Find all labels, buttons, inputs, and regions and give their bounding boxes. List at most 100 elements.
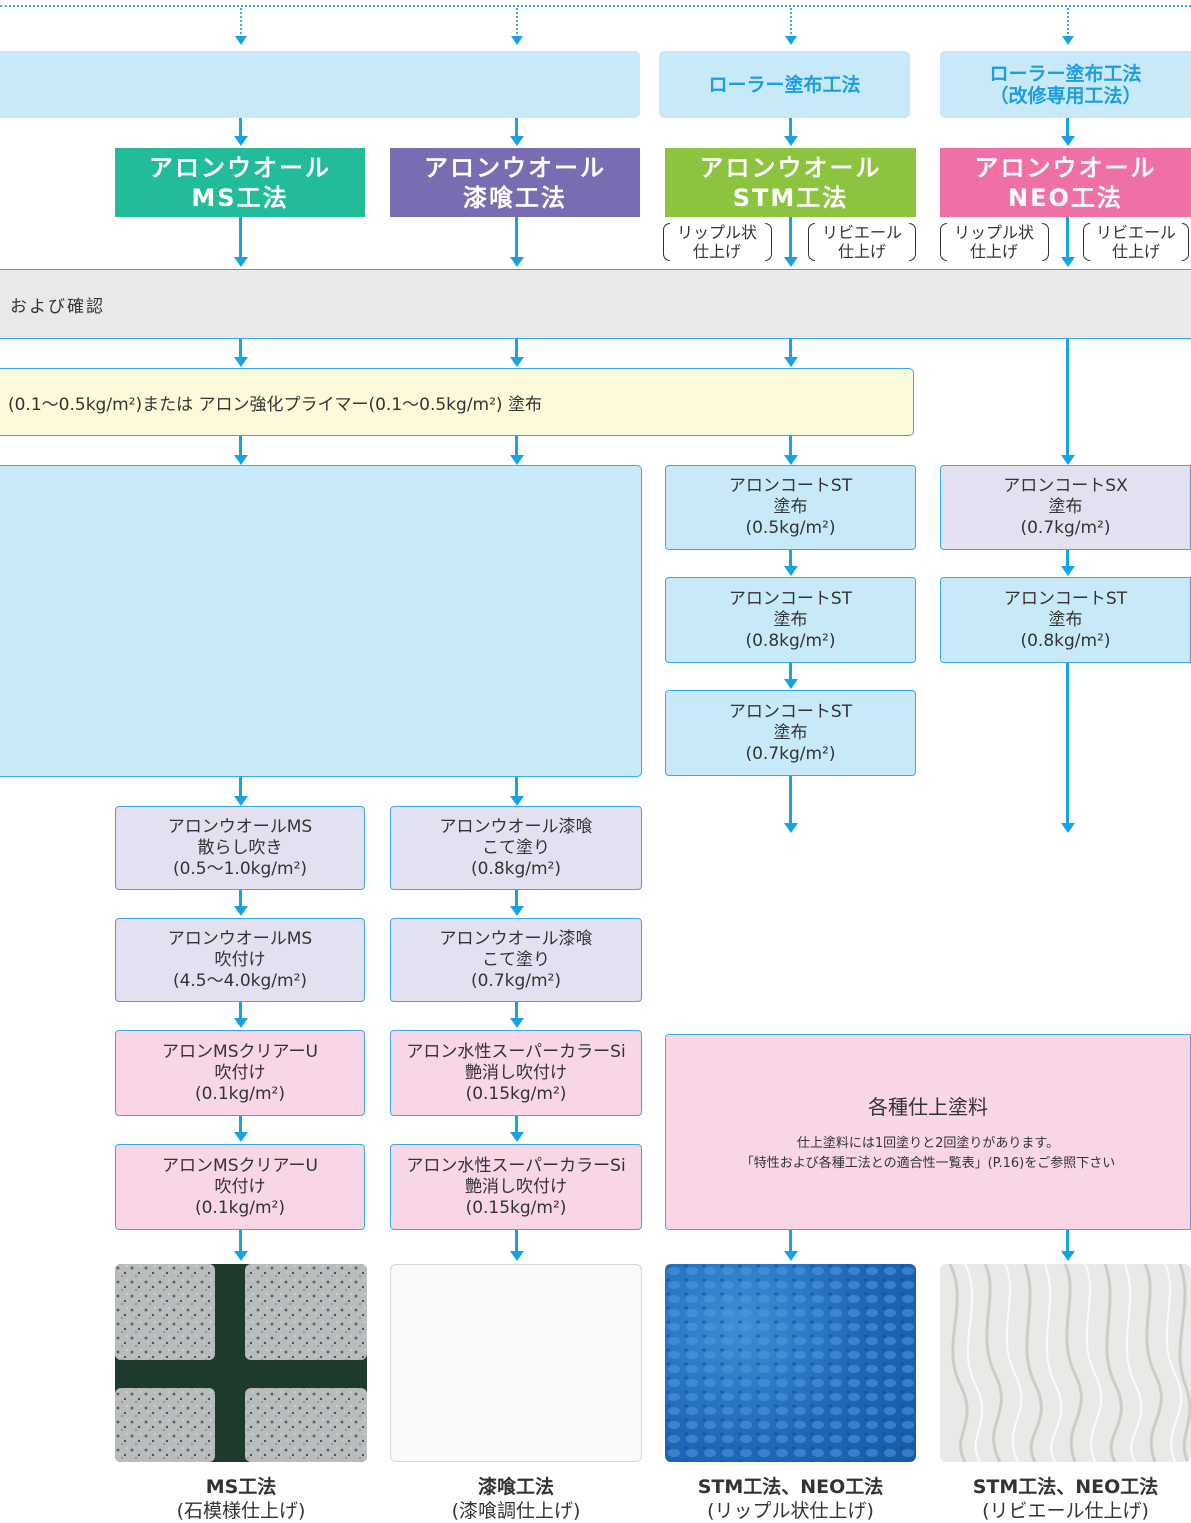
sample-title-ribiel: STM工法、NEO工法 — [972, 1476, 1159, 1498]
sample-title-shikkui: 漆喰工法 — [477, 1476, 554, 1498]
arrow-head — [510, 257, 524, 267]
flow-line — [239, 1002, 242, 1018]
flow-line — [789, 217, 792, 259]
flow-line — [1066, 550, 1069, 566]
flow-line — [515, 1116, 518, 1132]
flow-line — [515, 1230, 518, 1252]
arrow-head — [234, 796, 248, 806]
arrow-head — [234, 257, 248, 267]
sample-photo-ripple — [665, 1264, 916, 1462]
top-dotted-line — [0, 5, 1191, 7]
sample-subtitle-ms: (石模様仕上げ) — [176, 1500, 306, 1522]
flow-line — [1066, 217, 1069, 259]
flow-line — [239, 1116, 242, 1132]
flow-line — [789, 550, 792, 566]
finish-paint-block: 各種仕上塗料 仕上塗料には1回塗りと2回塗りがあります。 「特性および各種工法と… — [665, 1034, 1191, 1230]
flow-line — [789, 339, 792, 359]
sample-subtitle-shikkui: (漆喰調仕上げ) — [451, 1500, 581, 1522]
flow-line — [789, 118, 792, 138]
ms-step-4: アロンMSクリアーU 吹付け (0.1kg/m²) — [115, 1144, 365, 1230]
arrow-head — [1062, 36, 1074, 45]
arrow-head — [1061, 1251, 1075, 1261]
ripple-texture-image — [665, 1264, 916, 1462]
sample-subtitle-ripple: (リップル状仕上げ) — [707, 1500, 874, 1522]
stm-step-1: アロンコートST 塗布 (0.5kg/m²) — [665, 465, 916, 550]
stm-step-2: アロンコートST 塗布 (0.8kg/m²) — [665, 577, 916, 663]
flow-line — [239, 217, 242, 259]
arrow-head — [784, 823, 798, 833]
category-roller-renovation: ローラー塗布工法 （改修専用工法） — [940, 51, 1191, 118]
stm-ribiel-option: リビエール 仕上げ — [821, 223, 902, 261]
arrow-head — [510, 136, 524, 146]
shikkui-step-1: アロンウオール漆喰 こて塗り (0.8kg/m²) — [390, 806, 642, 890]
sample-photo-ribiel — [940, 1264, 1191, 1462]
flow-line — [789, 776, 792, 825]
dotted-connector — [240, 8, 242, 34]
arrow-head — [235, 36, 247, 45]
flow-line — [515, 118, 518, 138]
method-ms: アロンウオール MS工法 — [115, 148, 365, 217]
ms-step-3: アロンMSクリアーU 吹付け (0.1kg/m²) — [115, 1030, 365, 1116]
method-neo: アロンウオール NEO工法 — [940, 148, 1191, 217]
arrow-head — [511, 36, 523, 45]
ms-step-1: アロンウオールMS 散らし吹き (0.5〜1.0kg/m²) — [115, 806, 365, 890]
flow-line — [1066, 1230, 1069, 1252]
flow-line — [1066, 663, 1069, 825]
sample-subtitle-ribiel: (リビエール仕上げ) — [982, 1500, 1149, 1522]
arrow-head — [785, 36, 797, 45]
sample-title-ripple: STM工法、NEO工法 — [697, 1476, 884, 1498]
flow-line — [515, 777, 518, 797]
arrow-head — [784, 357, 798, 367]
bracket-left — [940, 223, 947, 261]
category-left-box — [0, 51, 640, 118]
arrow-head — [510, 357, 524, 367]
bracket-right — [1042, 223, 1049, 261]
bracket-left — [663, 223, 670, 261]
arrow-head — [510, 1251, 524, 1261]
primer-text: (0.1〜0.5kg/m²)または アロン強化プライマー(0.1〜0.5kg/m… — [8, 394, 542, 415]
primer-bar: (0.1〜0.5kg/m²)または アロン強化プライマー(0.1〜0.5kg/m… — [0, 368, 914, 436]
dotted-connector — [1067, 8, 1069, 34]
arrow-head — [234, 906, 248, 916]
arrow-head — [234, 357, 248, 367]
arrow-head — [1061, 257, 1075, 267]
bracket-left — [1083, 223, 1090, 261]
flow-line — [239, 1230, 242, 1252]
arrow-head — [234, 1018, 248, 1028]
substrate-block — [0, 465, 642, 777]
neo-step-2: アロンコートST 塗布 (0.8kg/m²) — [940, 577, 1191, 663]
flow-line — [789, 663, 792, 679]
neo-ripple-option: リップル状 仕上げ — [953, 223, 1034, 261]
arrow-head — [784, 1251, 798, 1261]
arrow-head — [510, 1018, 524, 1028]
method-stm: アロンウオール STM工法 — [665, 148, 916, 217]
arrow-head — [784, 455, 798, 465]
neo-ribiel-option: リビエール 仕上げ — [1095, 223, 1176, 261]
bracket-left — [808, 223, 815, 261]
bracket-right — [1182, 223, 1189, 261]
arrow-head — [1061, 566, 1075, 576]
stm-step-3: アロンコートST 塗布 (0.7kg/m²) — [665, 690, 916, 776]
method-shikkui: アロンウオール 漆喰工法 — [390, 148, 640, 217]
arrow-head — [1061, 136, 1075, 146]
flow-line — [239, 890, 242, 906]
flow-line — [239, 118, 242, 138]
sample-title-ms: MS工法 — [205, 1476, 277, 1498]
dotted-connector — [516, 8, 518, 34]
stm-ripple-option: リップル状 仕上げ — [676, 223, 757, 261]
arrow-head — [234, 1251, 248, 1261]
arrow-head — [784, 679, 798, 689]
arrow-head — [234, 136, 248, 146]
flow-line — [515, 339, 518, 359]
dotted-connector — [790, 8, 792, 34]
finish-title: 各種仕上塗料 — [868, 1094, 988, 1119]
arrow-head — [234, 1132, 248, 1142]
arrow-head — [510, 1132, 524, 1142]
arrow-head — [510, 455, 524, 465]
shikkui-step-4: アロン水性スーパーカラーSi 艶消し吹付け (0.15kg/m²) — [390, 1144, 642, 1230]
arrow-head — [784, 257, 798, 267]
neo-step-1: アロンコートSX 塗布 (0.7kg/m²) — [940, 465, 1191, 550]
flow-line — [515, 217, 518, 259]
arrow-head — [1061, 455, 1075, 465]
ribiel-texture-image — [948, 1264, 1191, 1462]
